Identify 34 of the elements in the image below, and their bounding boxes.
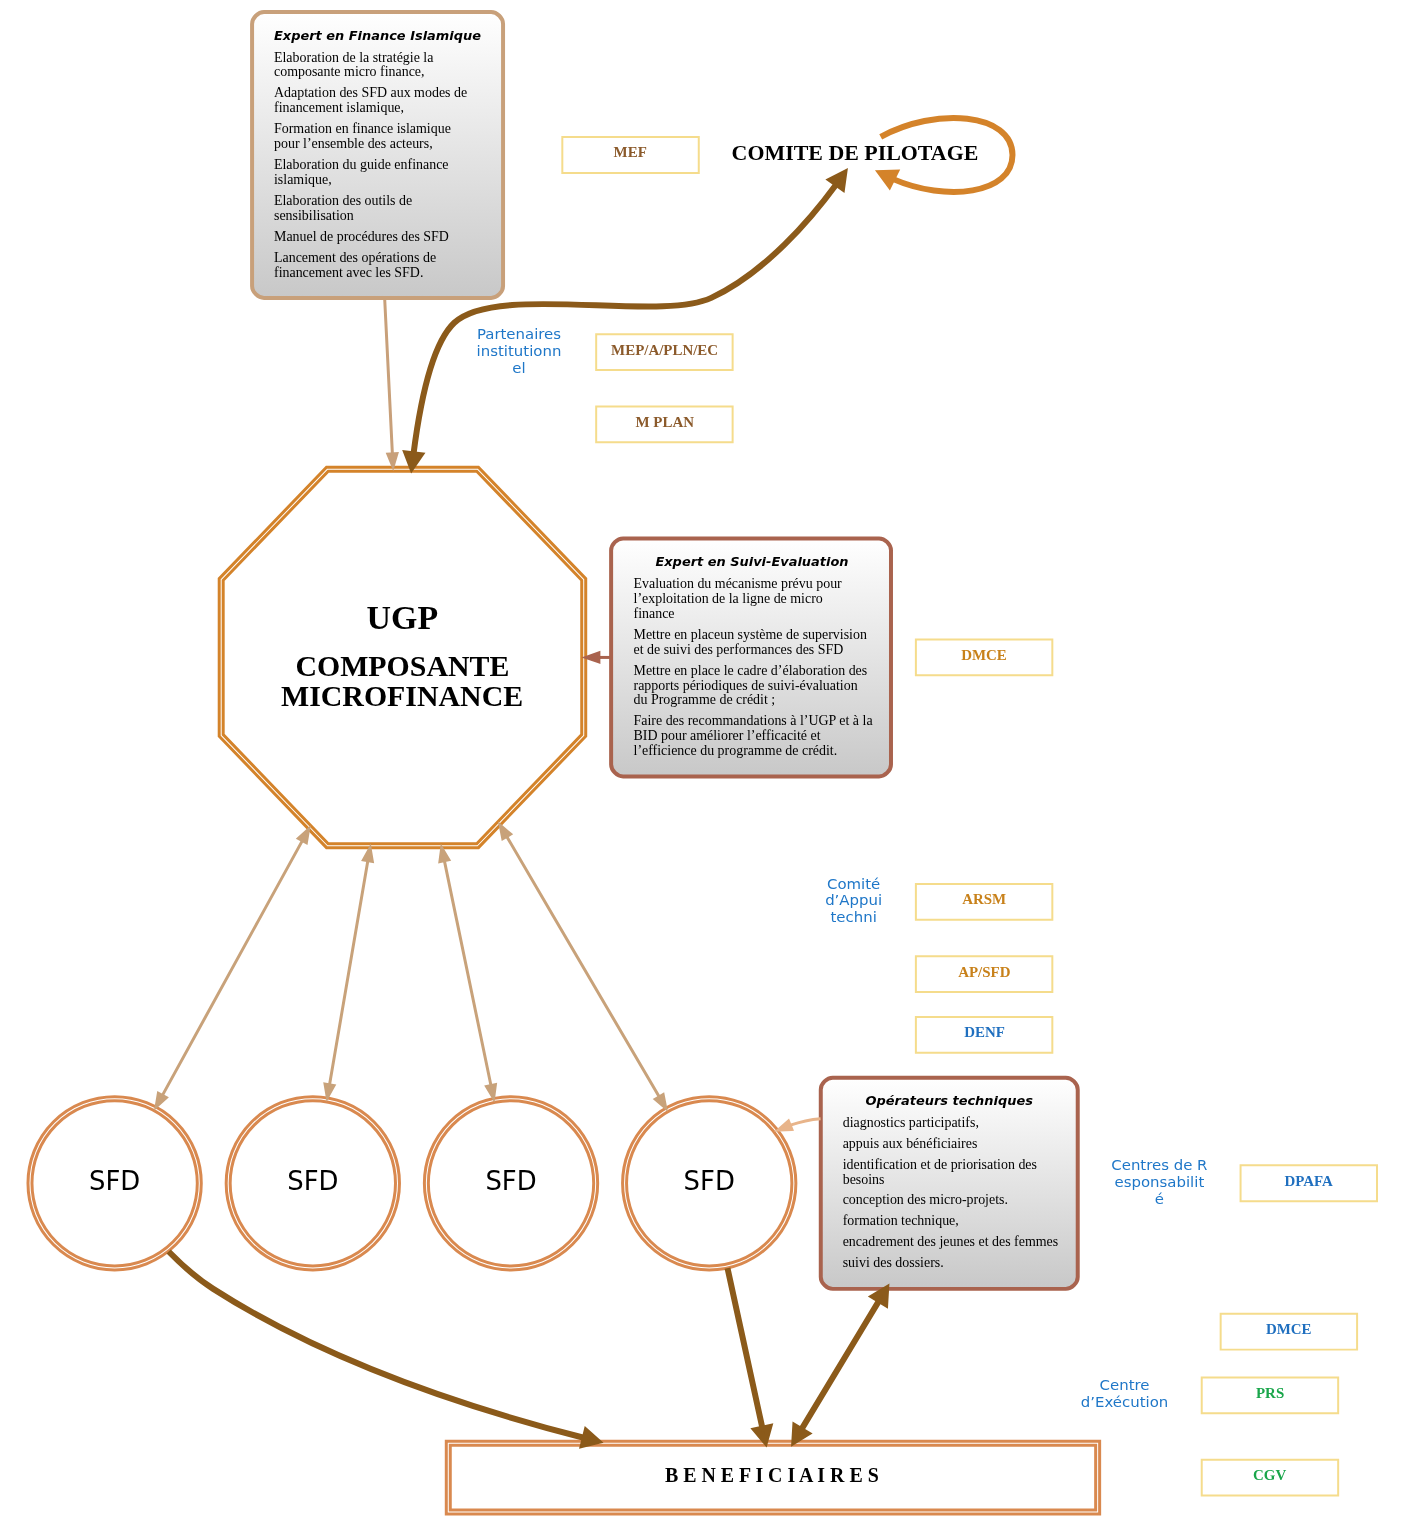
node-box: MEP/A/PLN/EC	[594, 333, 734, 372]
label: Partenaires institutionnel	[476, 324, 561, 377]
node-box: CGV	[1200, 1458, 1339, 1497]
node-box: DMCE	[1219, 1312, 1358, 1351]
arrow	[874, 115, 1015, 195]
node-box: B E N E F I C I A I R E S	[444, 1439, 1101, 1516]
node-box: DPAFA	[1239, 1164, 1378, 1203]
node-circle: SFD	[422, 1095, 599, 1272]
node-box: Opérateurs techniques diagnostics participatifs, appuis aux bénéficiaires identification et de priorisation des besoins conception des micro-projets. formation technique, encadrement des jeunes et des femmes suivi des dossiers.	[818, 1075, 1080, 1291]
arrow	[437, 843, 497, 1103]
label: Centre d’Exécution	[1080, 1376, 1168, 1412]
node-box: AP/SFD	[914, 955, 1053, 994]
arrow	[790, 1283, 889, 1447]
node-box: MEF	[560, 136, 700, 174]
label: Centres de Responsabilité	[1110, 1155, 1207, 1208]
arrow	[580, 650, 611, 665]
arrow	[153, 825, 311, 1111]
node-text: COMITE DE PILOTAGE	[731, 139, 978, 165]
arrow	[322, 843, 374, 1102]
node-circle: SFD	[224, 1095, 401, 1272]
arrow	[773, 1117, 821, 1132]
arrow	[382, 297, 399, 472]
node-box: ARSM	[914, 883, 1053, 921]
arrow	[724, 1267, 773, 1448]
node-box: DENF	[914, 1015, 1053, 1054]
node-box: Expert en Suivi-Evaluation Evaluation du mécanisme prévu pour l’exploitation de la ligne de micro finance Mettre en placeun système de supervision et de suivi des performances des SFD Mettre en place le cadre d’élaboration des rapports périodiques de suivi-évaluation du Programme de crédit ; Faire des recommandations à l’UGP et à la BID pour améliorer l’efficacité et l’efficience du programme de crédit.	[608, 536, 893, 779]
arrow	[166, 1249, 604, 1449]
arrow	[497, 821, 668, 1112]
node-box: DMCE	[914, 638, 1053, 677]
arrow	[401, 168, 848, 474]
node-box: Expert en Finance Islamique Elaboration de la stratégie la composante micro finance, Adaptation des SFD aux modes de financement islamique, Formation en finance islamique pour l’ensemble des acteurs, Elaboration du guide enfinance islamique, Elaboration des outils de sensibilisation Manuel de procédures des SFD Lancement des opérations de financement avec les SFD.	[249, 10, 505, 300]
label: Comité d’Appui techni	[824, 874, 882, 927]
node-box: PRS	[1200, 1376, 1339, 1415]
node-box: M PLAN	[594, 405, 734, 444]
